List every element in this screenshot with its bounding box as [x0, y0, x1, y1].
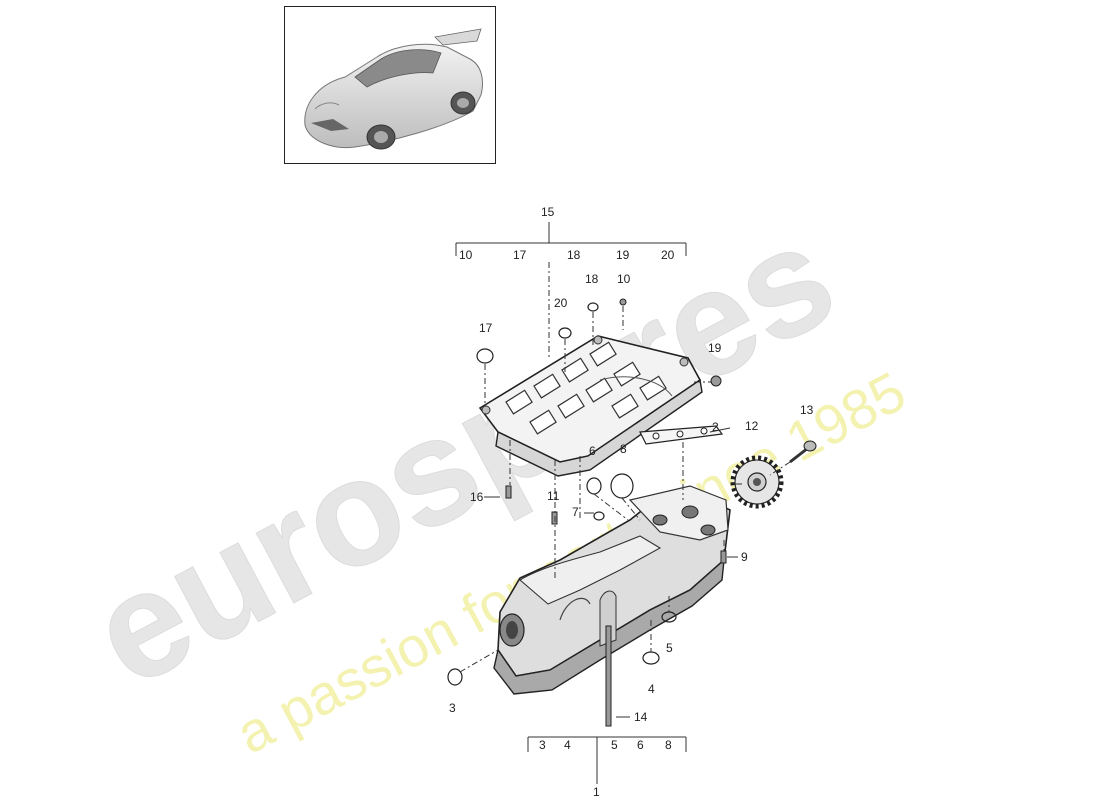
group1-item-6: 6 — [637, 738, 644, 752]
callout-13: 13 — [800, 403, 814, 417]
callout-9: 9 — [741, 550, 748, 564]
callout-14: 14 — [634, 710, 648, 724]
callout-20: 20 — [554, 296, 568, 310]
callout-15: 15 — [541, 205, 555, 219]
callout-17: 17 — [479, 321, 493, 335]
callout-4: 4 — [648, 682, 655, 696]
group1-item-4: 4 — [564, 738, 571, 752]
bearing-bridge — [478, 335, 703, 477]
callout-5: 5 — [666, 641, 673, 655]
group1-item-3: 3 — [539, 738, 546, 752]
callout-19: 19 — [708, 341, 722, 355]
bracket-group-1 — [527, 736, 687, 784]
callout-3: 3 — [449, 701, 456, 715]
callout-12: 12 — [745, 419, 759, 433]
group15-item-10: 10 — [459, 248, 473, 262]
callout-8: 8 — [620, 442, 627, 456]
group15-item-19: 19 — [616, 248, 630, 262]
callout-7: 7 — [572, 505, 579, 519]
car-icon — [304, 28, 484, 150]
callout-16: 16 — [470, 490, 484, 504]
group1-item-5: 5 — [611, 738, 618, 752]
callout-11: 11 — [547, 489, 560, 503]
callout-10: 10 — [617, 272, 631, 286]
group15-item-20: 20 — [661, 248, 675, 262]
callout-2: 2 — [712, 420, 719, 434]
group15-item-17: 17 — [513, 248, 527, 262]
oil-pump-sprocket — [730, 455, 784, 509]
leader-lines — [459, 306, 791, 673]
bolt-13 — [789, 440, 817, 464]
callout-leaders — [484, 427, 738, 718]
callout-1: 1 — [593, 785, 600, 799]
vehicle-thumbnail — [284, 6, 496, 164]
group1-item-8: 8 — [665, 738, 672, 752]
group15-item-18: 18 — [567, 248, 581, 262]
bracket-group-15 — [455, 222, 687, 256]
callout-18: 18 — [585, 272, 599, 286]
gasket-2 — [639, 425, 724, 445]
oil-pump-housing — [493, 485, 731, 695]
callout-6: 6 — [589, 444, 596, 458]
